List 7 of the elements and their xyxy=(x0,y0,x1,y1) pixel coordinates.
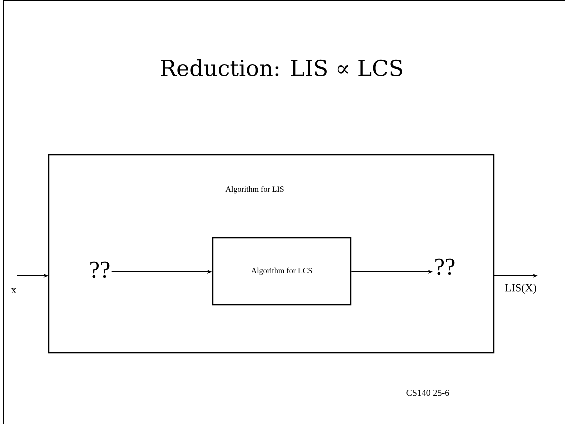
edge-label: LIS(X) xyxy=(505,284,536,294)
edge-label: x xyxy=(11,288,17,294)
slide-number: CS140 25-6 xyxy=(406,390,450,396)
question-marks: ?? xyxy=(90,262,110,278)
question-marks: ?? xyxy=(436,258,455,276)
title: Reduction: LIS ∝ LCS xyxy=(161,59,402,77)
algorithm-box: Algorithm for LCS xyxy=(212,237,352,306)
